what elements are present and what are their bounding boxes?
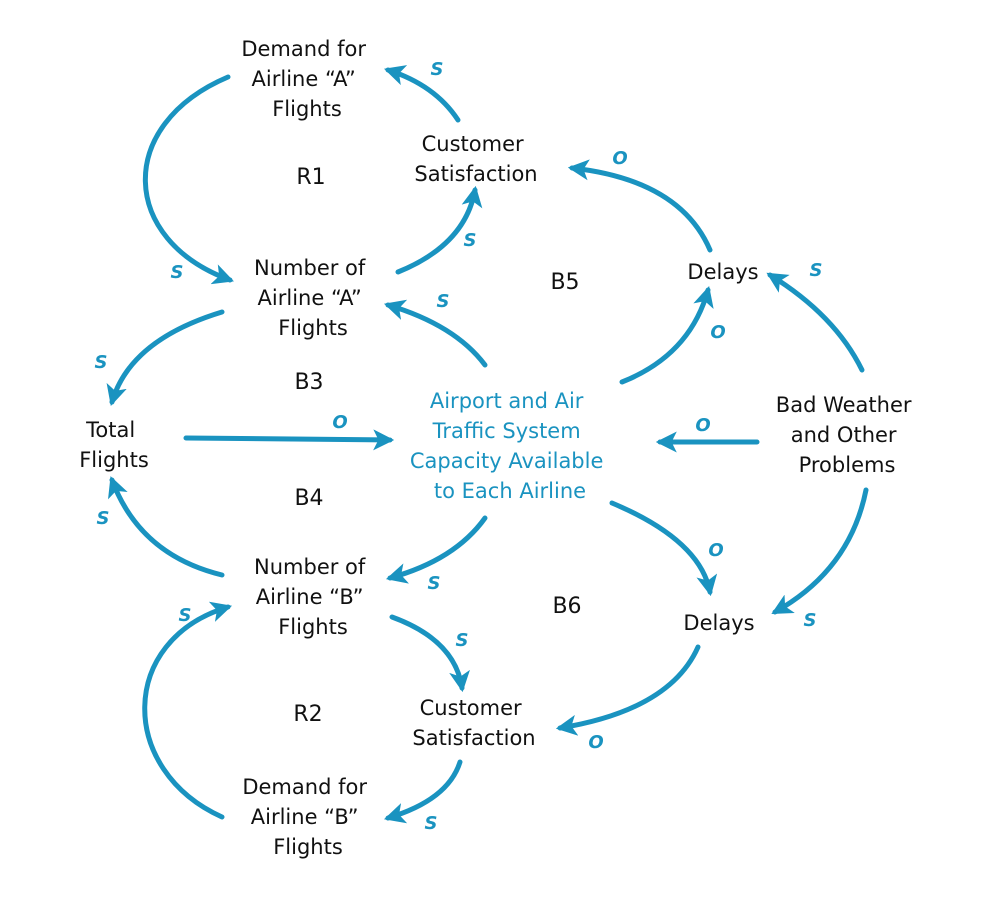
node-capacity: Airport and Air Traffic System Capacity … bbox=[410, 389, 610, 503]
polarity-weather-delays-top: S bbox=[810, 260, 823, 281]
link-capacity-to-delays-top bbox=[619, 285, 714, 385]
polarity-flights-a-total: S bbox=[95, 352, 108, 373]
link-polarities: S O S S S S O S O O S O S S S S O S bbox=[95, 59, 823, 834]
polarity-flights-b-sat-b: S bbox=[456, 630, 469, 651]
link-flights-b-to-total bbox=[108, 476, 225, 578]
link-weather-to-delays-top bbox=[766, 272, 865, 373]
node-delays-top: Delays bbox=[687, 260, 758, 284]
node-satisfaction-b: Customer Satisfaction bbox=[412, 696, 535, 750]
node-flights-b: Number of Airline “B” Flights bbox=[254, 555, 372, 639]
node-demand-a: Demand for Airline “A” Flights bbox=[241, 37, 372, 121]
link-weather-to-delays-bottom bbox=[771, 487, 869, 615]
node-delays-bottom: Delays bbox=[683, 611, 754, 635]
causal-links bbox=[106, 65, 869, 824]
polarity-demand-b-flights-b: S bbox=[179, 605, 192, 626]
polarity-delays-top-sat-a: O bbox=[612, 148, 627, 169]
polarity-weather-delays-bottom: S bbox=[804, 610, 817, 631]
loop-label-b6: B6 bbox=[552, 594, 581, 619]
polarity-demand-a-flights-a: S bbox=[171, 262, 184, 283]
loop-label-r2: R2 bbox=[293, 702, 322, 727]
polarity-sat-b-demand-b: S bbox=[425, 813, 438, 834]
link-delays-bottom-to-satisfaction-b bbox=[555, 644, 701, 736]
loop-label-b5: B5 bbox=[550, 270, 579, 295]
polarity-weather-capacity: O bbox=[695, 415, 710, 436]
polarity-flights-a-sat-a: S bbox=[464, 230, 477, 251]
node-total-flights: Total Flights bbox=[79, 418, 149, 472]
link-delays-top-to-satisfaction-a bbox=[567, 159, 713, 253]
node-bad-weather: Bad Weather and Other Problems bbox=[776, 393, 918, 477]
polarity-capacity-delays-bottom: O bbox=[708, 540, 723, 561]
link-flights-b-to-satisfaction-b bbox=[389, 614, 470, 693]
node-flights-a: Number of Airline “A” Flights bbox=[254, 256, 372, 340]
link-total-to-capacity bbox=[183, 429, 395, 451]
node-satisfaction-a: Customer Satisfaction bbox=[414, 132, 537, 186]
node-demand-b: Demand for Airline “B” Flights bbox=[242, 775, 373, 859]
variables: Demand for Airline “A” Flights Customer … bbox=[79, 37, 918, 859]
link-satisfaction-a-to-demand-a bbox=[383, 65, 461, 123]
loop-label-r1: R1 bbox=[296, 165, 325, 190]
polarity-capacity-delays-top: O bbox=[710, 322, 725, 343]
link-demand-b-to-flights-b bbox=[142, 601, 233, 820]
polarity-capacity-flights-b: S bbox=[428, 573, 441, 594]
polarity-total-capacity: O bbox=[332, 412, 347, 433]
link-capacity-to-flights-a bbox=[383, 299, 488, 368]
polarity-capacity-flights-a: S bbox=[437, 291, 450, 312]
loop-label-b3: B3 bbox=[294, 370, 323, 395]
link-demand-a-to-flights-a bbox=[142, 74, 234, 285]
polarity-flights-b-total: S bbox=[97, 508, 110, 529]
link-capacity-to-flights-b bbox=[385, 515, 488, 584]
link-capacity-to-delays-bottom bbox=[609, 500, 718, 597]
loop-label-b4: B4 bbox=[294, 486, 323, 511]
polarity-delays-bottom-sat-b: O bbox=[588, 732, 603, 753]
link-satisfaction-b-to-demand-b bbox=[383, 759, 463, 824]
link-flights-a-to-total bbox=[106, 309, 225, 407]
polarity-sat-a-demand-a: S bbox=[431, 59, 444, 80]
link-flights-a-to-satisfaction-a bbox=[395, 185, 483, 275]
loop-labels: R1 B5 B3 B4 B6 R2 bbox=[293, 165, 581, 727]
